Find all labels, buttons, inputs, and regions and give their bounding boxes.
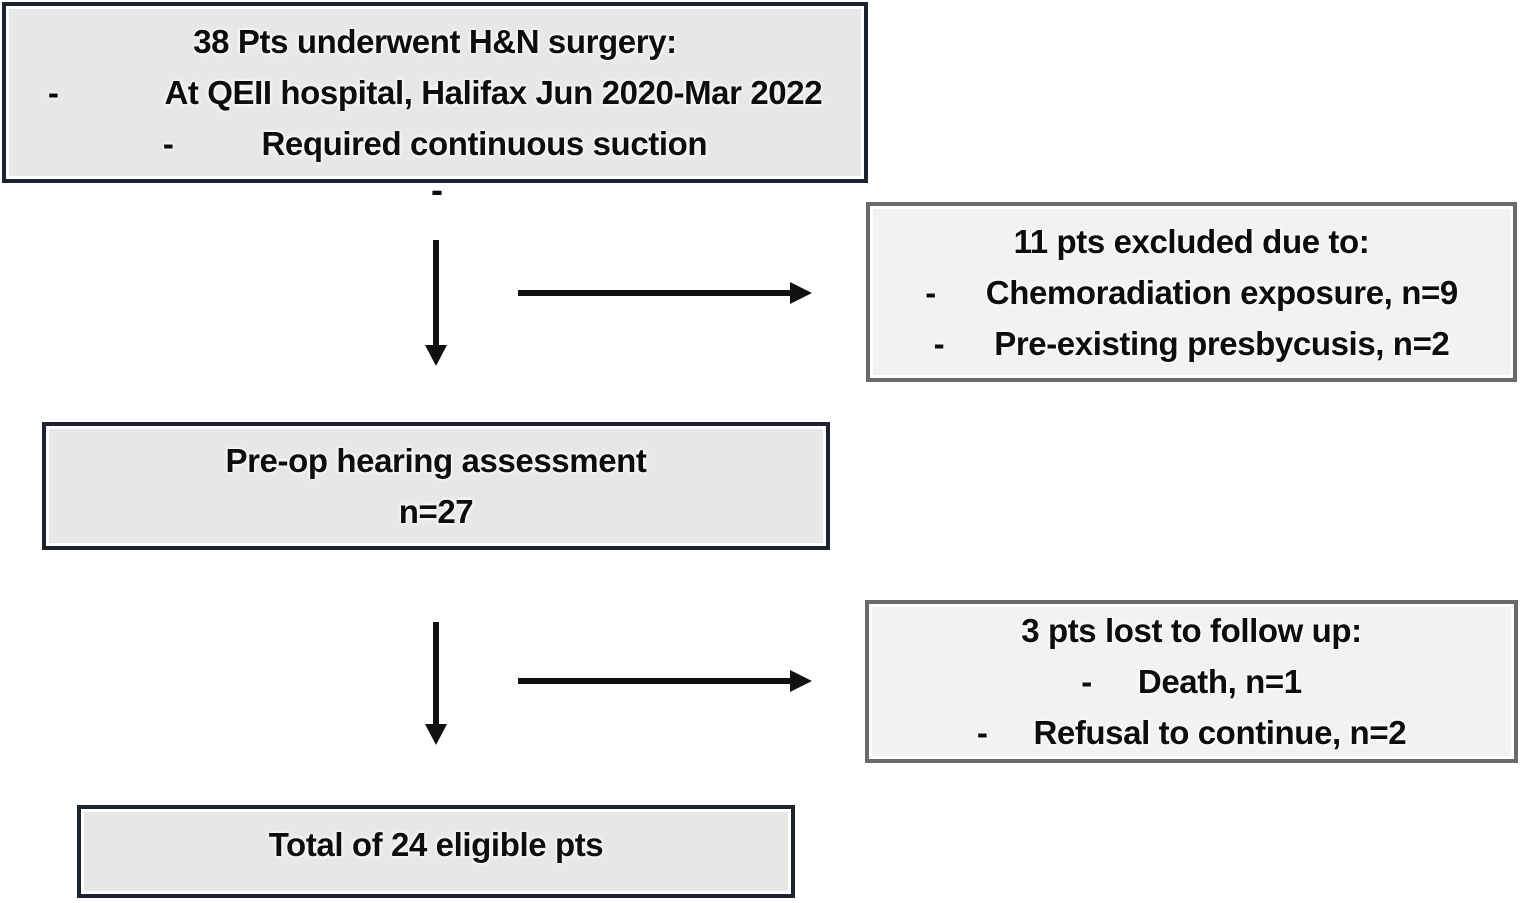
total-box-title: Total of 24 eligible pts — [268, 826, 604, 863]
surgery-box-item: - Required continuous suction — [6, 118, 864, 169]
arrow-head — [790, 282, 812, 304]
preop-box-count: n=27 — [398, 493, 474, 530]
bullet-dash: - — [925, 273, 936, 311]
arrow-shaft — [518, 678, 792, 684]
surgery-cohort-box: 38 Pts underwent H&N surgery: - At QEII … — [2, 2, 868, 183]
preop-box-title: Pre-op hearing assessment — [225, 442, 647, 479]
excluded-box-title: 11 pts excluded due to: — [1013, 222, 1370, 260]
lost-box-item-text: Refusal to continue, n=2 — [1033, 714, 1407, 751]
excluded-box-item: - Chemoradiation exposure, n=9 — [870, 267, 1513, 318]
excluded-box-item-text: Pre-existing presbycusis, n=2 — [994, 324, 1450, 362]
surgery-box-title: 38 Pts underwent H&N surgery: — [193, 23, 677, 60]
bullet-dash: - — [976, 714, 988, 751]
arrow-head — [425, 724, 447, 745]
lost-to-followup-box: 3 pts lost to follow up: - Death, n=1 - … — [865, 600, 1518, 763]
surgery-box-item-text: At QEII hospital, Halifax Jun 2020-Mar 2… — [164, 74, 823, 111]
excluded-patients-box: 11 pts excluded due to: - Chemoradiation… — [866, 202, 1517, 382]
surgery-box-item-text: Required continuous suction — [261, 125, 708, 162]
preop-assessment-box: Pre-op hearing assessment n=27 — [42, 422, 830, 550]
lost-box-title: 3 pts lost to follow up: — [1021, 612, 1362, 649]
bullet-dash: - — [47, 74, 59, 111]
excluded-box-item-text: Chemoradiation exposure, n=9 — [985, 273, 1458, 311]
bullet-dash: - — [933, 324, 945, 362]
lost-box-item-text: Death, n=1 — [1137, 663, 1302, 700]
arrow-head — [425, 345, 447, 366]
surgery-box-item: - At QEII hospital, Halifax Jun 2020-Mar… — [6, 67, 864, 118]
excluded-box-item: - Pre-existing presbycusis, n=2 — [870, 318, 1513, 369]
arrow-shaft — [433, 240, 439, 347]
arrow-shaft — [518, 290, 792, 296]
arrow-shaft — [433, 622, 439, 725]
total-eligible-box: Total of 24 eligible pts — [77, 805, 795, 898]
lost-box-item: - Death, n=1 — [869, 656, 1514, 707]
lost-box-item: - Refusal to continue, n=2 — [869, 707, 1514, 758]
bullet-dash: - — [162, 125, 174, 162]
stray-bullet-dash: - — [431, 169, 443, 210]
bullet-dash: - — [1081, 663, 1092, 700]
arrow-head — [790, 670, 812, 692]
